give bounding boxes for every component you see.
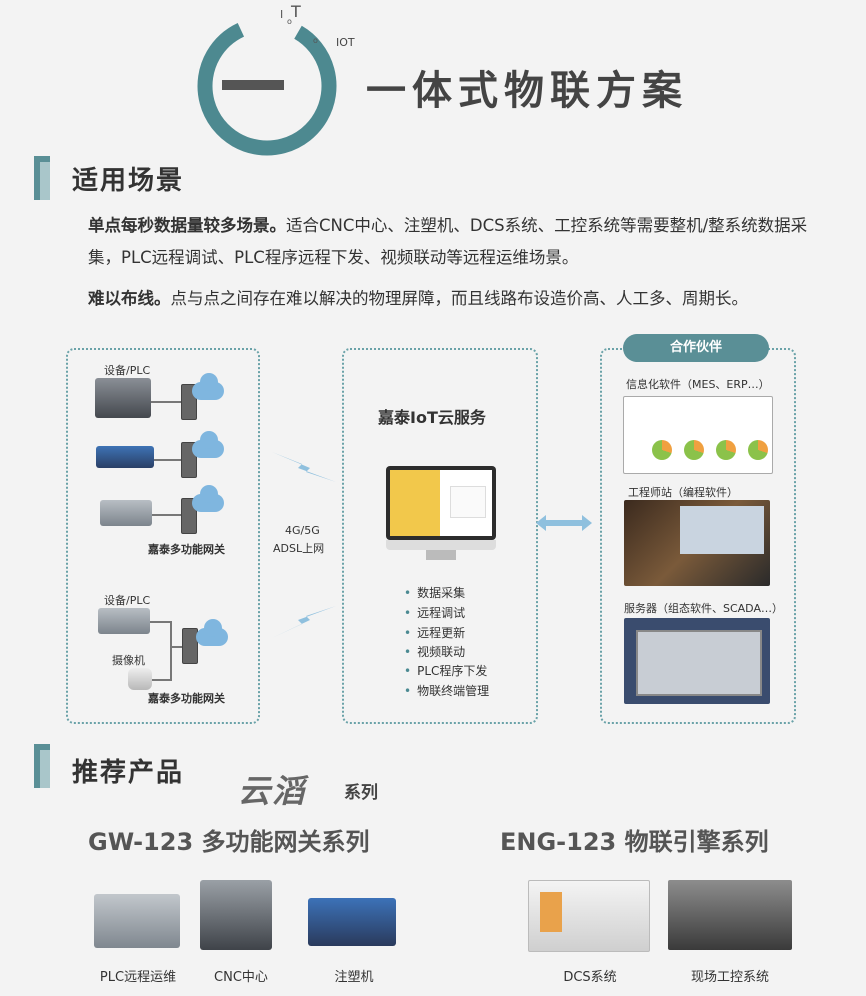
cloud-service-title: 嘉泰IoT云服务 bbox=[378, 408, 486, 427]
brand-series-suffix: 系列 bbox=[344, 783, 378, 803]
plc-product-image bbox=[94, 894, 180, 948]
product-label: 现场工控系统 bbox=[690, 970, 769, 985]
p2-rest: 点与点之间存在难以解决的物理屏障，而且线路布设造价高、人工多、周期长。 bbox=[170, 289, 749, 308]
devices-panel bbox=[66, 348, 260, 724]
pie-chart-icon bbox=[716, 440, 736, 460]
monitor-chin bbox=[386, 540, 496, 550]
link-label-1: 4G/5G bbox=[285, 524, 320, 537]
product-label: 注塑机 bbox=[334, 970, 374, 985]
p1-rest: 适合CNC中心、注塑机、DCS系统、工控系统等需要整机/整系统数据采集，PLC远… bbox=[88, 216, 808, 267]
connector-line bbox=[154, 459, 181, 461]
section-marker bbox=[34, 156, 50, 200]
gateway-label-1: 嘉泰多功能网关 bbox=[148, 543, 225, 556]
partner-item-2-label: 工程师站（编程软件） bbox=[628, 486, 738, 499]
screen-login-box bbox=[450, 486, 486, 518]
dcs-screen-detail bbox=[540, 892, 562, 932]
wireless-link-icon bbox=[272, 606, 336, 638]
page-title: 一体式物联方案 bbox=[366, 68, 688, 114]
wireless-link-icon bbox=[272, 452, 336, 482]
feature-item: 视频联动 bbox=[404, 643, 465, 660]
device-label-1: 设备/PLC bbox=[104, 364, 151, 377]
mes-software-screenshot bbox=[623, 396, 773, 474]
pie-chart-icon bbox=[684, 440, 704, 460]
partners-badge: 合作伙伴 bbox=[623, 334, 769, 362]
camera-image bbox=[128, 668, 152, 690]
iot-label: IOT bbox=[336, 36, 355, 49]
injection-machine-image bbox=[96, 446, 154, 468]
connector-line bbox=[150, 621, 172, 623]
gateway-device-icon bbox=[182, 628, 198, 664]
pie-chart-icon bbox=[748, 440, 768, 460]
cloud-service-panel bbox=[342, 348, 538, 724]
pie-chart-icon bbox=[652, 440, 672, 460]
p2-bold: 难以布线。 bbox=[88, 289, 171, 308]
link-label-2: ADSL上网 bbox=[273, 542, 325, 555]
logo-letter-i: I bbox=[280, 8, 284, 21]
feature-item: PLC程序下发 bbox=[404, 662, 487, 679]
cloud-icon bbox=[192, 431, 224, 458]
feature-item: 远程更新 bbox=[404, 624, 465, 641]
partner-item-3-label: 服务器（组态软件、SCADA…） bbox=[624, 602, 783, 615]
logo-letter-o2: o bbox=[313, 36, 318, 45]
gw-series-title: GW-123 多功能网关系列 bbox=[88, 828, 370, 856]
logo-letter-o: o bbox=[287, 17, 292, 26]
section-title-products: 推荐产品 bbox=[72, 758, 185, 788]
product-label: DCS系统 bbox=[563, 970, 617, 985]
scada-floorplan bbox=[636, 630, 762, 696]
scenario-paragraph-2: 难以布线。点与点之间存在难以解决的物理屏障，而且线路布设造价高、人工多、周期长。 bbox=[88, 283, 828, 315]
p1-bold: 单点每秒数据量较多场景。 bbox=[88, 216, 286, 235]
feature-item: 远程调试 bbox=[404, 604, 465, 621]
laptop-screen bbox=[680, 506, 764, 554]
injection-product-image bbox=[308, 898, 396, 946]
cloud-icon bbox=[192, 373, 224, 400]
product-label: CNC中心 bbox=[214, 970, 268, 985]
product-label: PLC远程运维 bbox=[99, 970, 177, 985]
cnc-product-image bbox=[200, 880, 272, 950]
plc-rack-image bbox=[100, 500, 152, 526]
cloud-icon bbox=[192, 485, 224, 512]
device-label-2: 设备/PLC bbox=[104, 594, 151, 607]
monitor-stand bbox=[426, 550, 456, 560]
screen-accent bbox=[390, 470, 440, 536]
iot-logo-ring bbox=[197, 16, 337, 156]
section-marker bbox=[34, 744, 50, 788]
feature-item: 数据采集 bbox=[404, 584, 465, 601]
control-room-photo bbox=[668, 880, 792, 950]
connector-line bbox=[170, 621, 172, 681]
partner-item-1-label: 信息化软件（MES、ERP…） bbox=[626, 378, 770, 391]
bidirectional-arrow-icon bbox=[536, 515, 592, 531]
connector-line bbox=[170, 646, 182, 648]
cnc-machine-image bbox=[95, 378, 151, 418]
camera-label: 摄像机 bbox=[112, 654, 145, 667]
cloud-icon bbox=[196, 619, 228, 646]
feature-item: 物联终端管理 bbox=[404, 682, 489, 699]
gateway-label-2: 嘉泰多功能网关 bbox=[148, 692, 225, 705]
brand-logo: 云滔 bbox=[238, 772, 307, 810]
eng-series-title: ENG-123 物联引擎系列 bbox=[500, 828, 769, 856]
plc-rack-image bbox=[98, 608, 150, 634]
connector-line bbox=[151, 401, 181, 403]
scenario-paragraph-1: 单点每秒数据量较多场景。适合CNC中心、注塑机、DCS系统、工控系统等需要整机/… bbox=[88, 210, 828, 274]
logo-letter-t: T bbox=[291, 2, 301, 21]
connector-line bbox=[152, 679, 172, 681]
connector-line bbox=[152, 514, 181, 516]
section-title-scenario: 适用场景 bbox=[72, 166, 185, 196]
